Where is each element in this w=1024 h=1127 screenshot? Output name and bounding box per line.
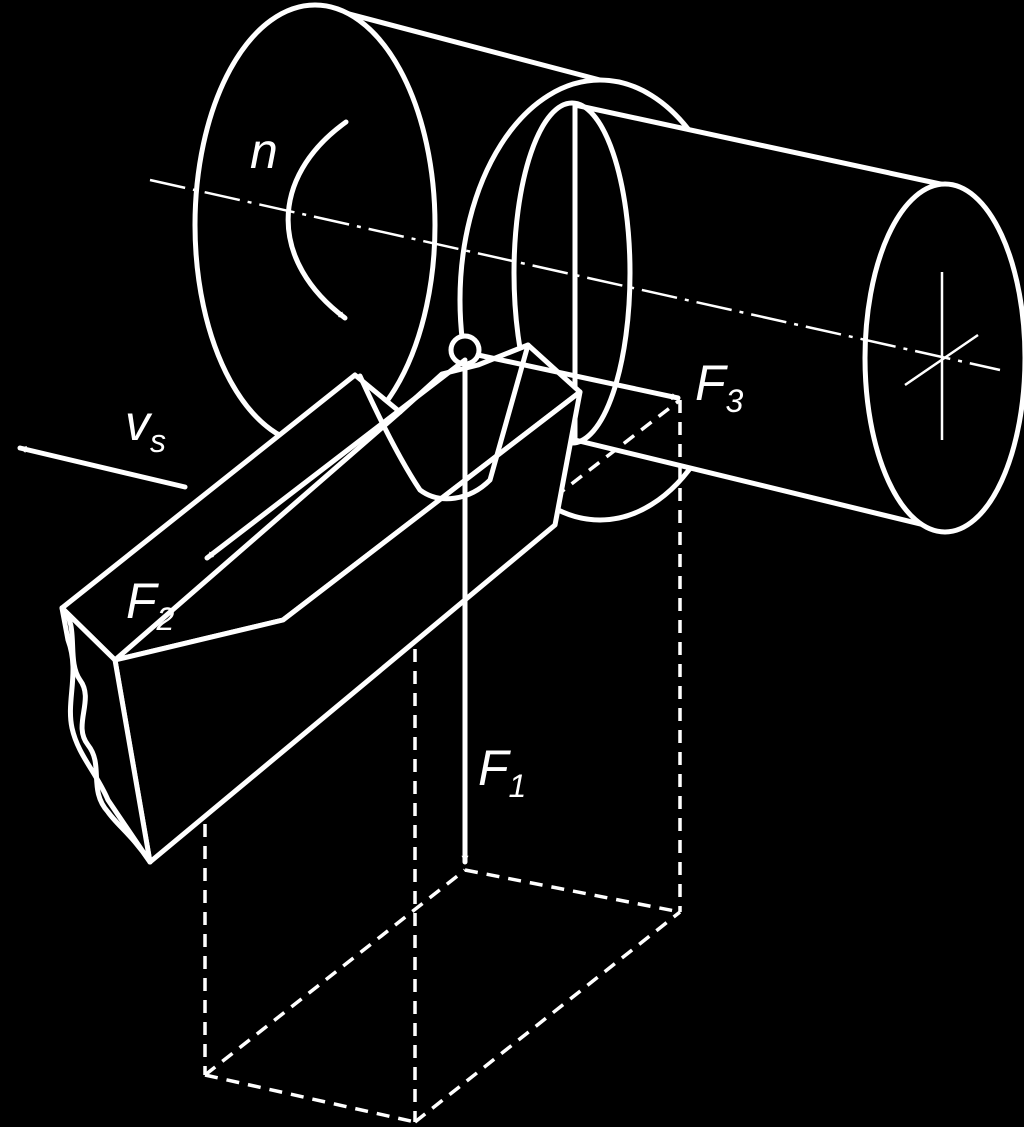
center-axis-line: [149, 178, 1001, 372]
feed-label: vs: [125, 395, 166, 459]
rotation-arrow: [285, 119, 349, 321]
force-f1-label: F1: [478, 740, 526, 804]
force-f2-label: F2: [126, 573, 175, 637]
shaft-center-crosshair: [904, 272, 979, 440]
force-f2-arrow: [204, 357, 468, 561]
rotation-label: n: [250, 123, 278, 179]
force-f3-arrow: [475, 352, 681, 401]
force-f3-label: F3: [695, 355, 744, 419]
feed-arrow: [17, 445, 188, 490]
